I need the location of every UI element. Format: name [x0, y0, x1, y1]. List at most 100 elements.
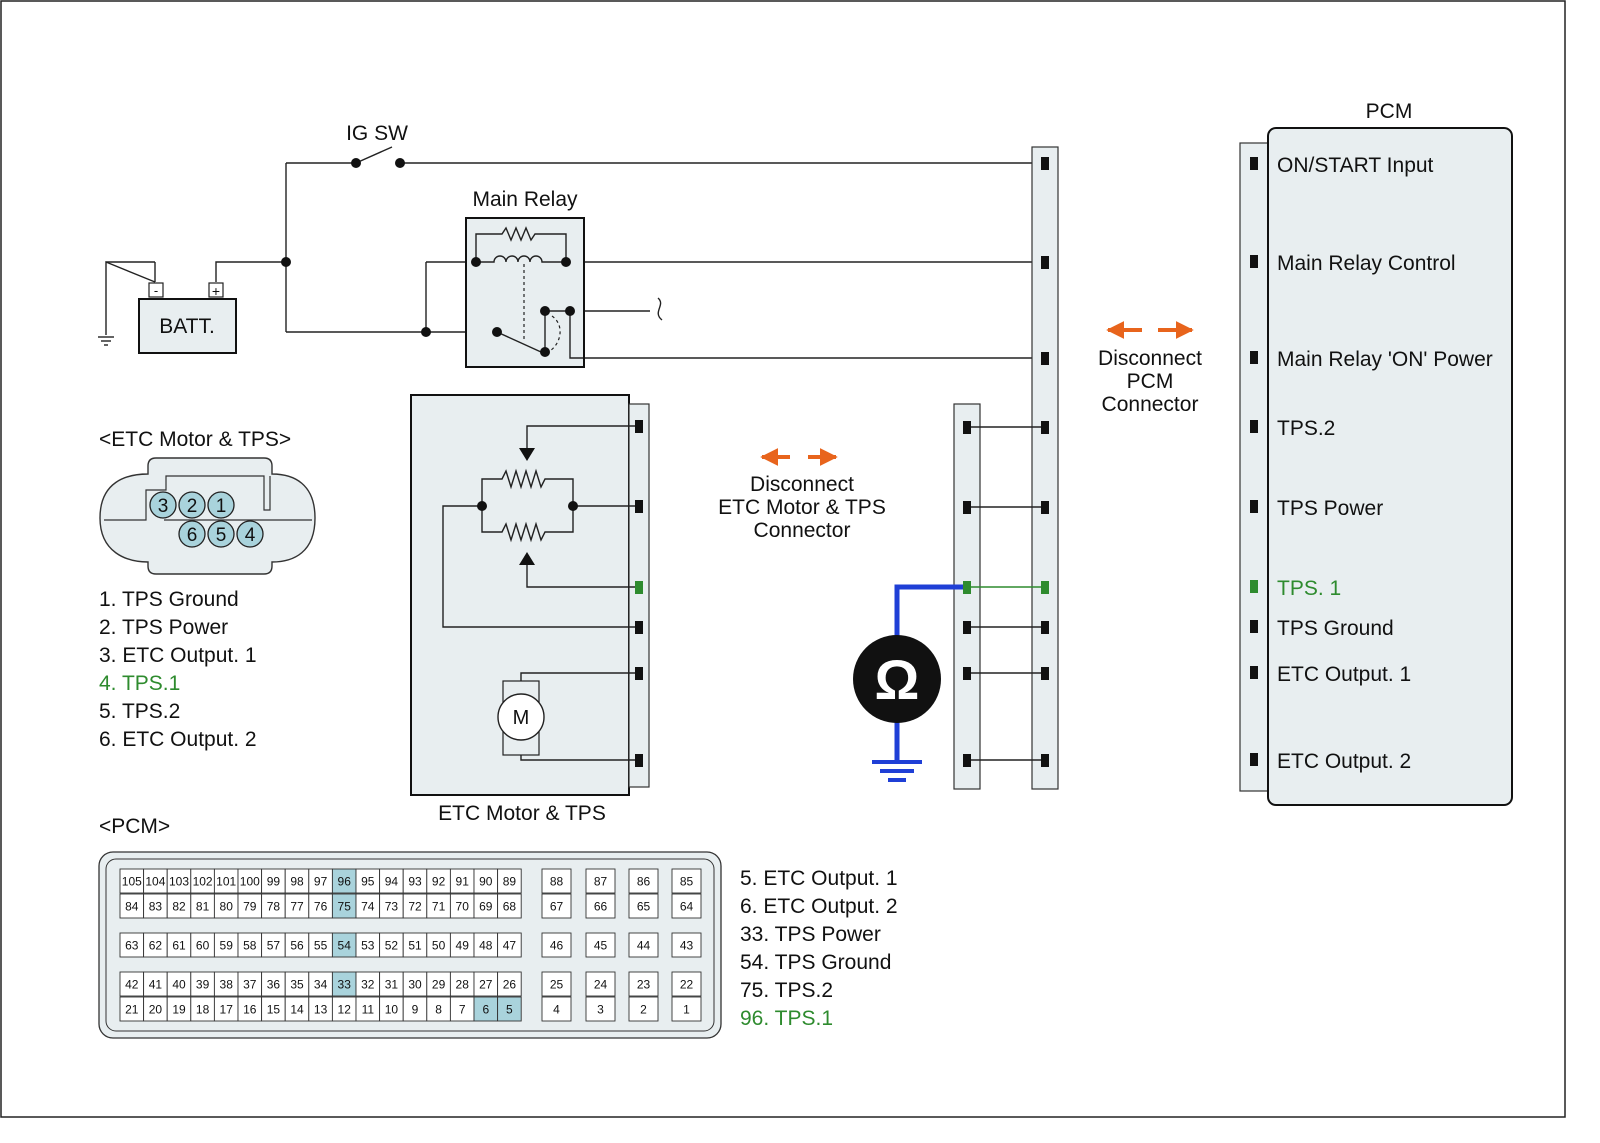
pcm-connector-pin-number: 14: [290, 1003, 304, 1017]
pcm-connector-pin: [628, 996, 659, 1022]
disconnect-etc-line2: ETC Motor & TPS: [718, 496, 886, 519]
pcm-connector-pin-number: 92: [432, 875, 446, 889]
pcm-terminal: [1250, 157, 1258, 170]
pcm-connector-pin-number: 30: [408, 978, 422, 992]
pcm-connector-pin-number: 75: [338, 900, 352, 914]
pcm-connector-pin-number: 18: [196, 1003, 210, 1017]
pcm-connector-pin-number: 90: [479, 875, 493, 889]
power-wiring: [98, 146, 1044, 359]
pcm-connector-pin-number: 6: [482, 1003, 489, 1017]
pcm-connector-pin-number: 67: [550, 900, 564, 914]
pcm-connector-pin: [628, 932, 659, 958]
pcm-connector-pin-number: 55: [314, 939, 328, 953]
pcm-pin-row: TPS. 1: [1250, 577, 1341, 600]
pcm-connector-pin-number: 19: [172, 1003, 186, 1017]
pcm-connector-pin-number: 77: [290, 900, 304, 914]
pcm-terminal: [1250, 255, 1258, 268]
pcm-connector-pin-number: 58: [243, 939, 257, 953]
pcm-connector-pin-number: 15: [267, 1003, 281, 1017]
disconnect-pcm-indicator: Disconnect PCM Connector: [1098, 321, 1202, 416]
pcm-connector-pin: [541, 996, 572, 1022]
pcm-connector-pin: [497, 932, 522, 958]
pcm-pin-label: Main Relay Control: [1277, 252, 1456, 275]
pcm-connector-pin-number: 41: [149, 978, 163, 992]
etc-connector-pin-number: 3: [158, 496, 169, 517]
pcm-connector-pin-number: 72: [408, 900, 422, 914]
etc-connector-pin: [149, 491, 177, 519]
etc-legend-item: 5. TPS.2: [99, 700, 180, 723]
pcm-connector-pin-number: 79: [243, 900, 257, 914]
pcm-connector-pin-number: 47: [503, 939, 517, 953]
ohmmeter: Ω: [853, 584, 963, 782]
pcm-connector-pin-number: 66: [594, 900, 608, 914]
pcm-connector-pin-number: 85: [680, 875, 694, 889]
pcm-connector-pin-number: 43: [680, 939, 694, 953]
disconnect-etc-line3: Connector: [754, 519, 851, 542]
pcm-connector-pin-number: 71: [432, 900, 446, 914]
pcm-connector-pin-number: 4: [553, 1003, 560, 1017]
etc-connector-pin: [207, 520, 235, 548]
pcm-connector-pin-number: 74: [361, 900, 375, 914]
pcm-connector-pin-number: 13: [314, 1003, 328, 1017]
etc-legend-item: 1. TPS Ground: [99, 588, 239, 611]
main-relay: Main Relay: [465, 188, 585, 368]
pcm-connector-pin-number: 44: [637, 939, 651, 953]
etc-legend-item: 4. TPS.1: [99, 672, 180, 695]
pcm-connector-pin: [671, 996, 702, 1022]
pcm-connector-pin-number: 11: [362, 1003, 375, 1017]
pcm-connector-pin: [628, 868, 659, 894]
pcm-connector-pin-number: 53: [361, 939, 375, 953]
pcm-connector-pin-number: 84: [125, 900, 139, 914]
pcm-connector-pin-number: 101: [216, 875, 236, 889]
etc-connector-pin: [207, 491, 235, 519]
pcm-connector-pin-number: 70: [456, 900, 470, 914]
disconnect-pcm-line1: Disconnect: [1098, 347, 1202, 370]
pcm-pin-label: ETC Output. 1: [1277, 663, 1411, 686]
pcm-connector-pin-number: 99: [267, 875, 281, 889]
pcm-connector-pin-number: 21: [125, 1003, 139, 1017]
pcm-connector-pin-number: 33: [338, 978, 352, 992]
disconnect-etc-indicator: Disconnect ETC Motor & TPS Connector: [718, 448, 886, 542]
pcm-terminal: [1250, 420, 1258, 433]
pcm-terminal: [1250, 500, 1258, 513]
junction-dot: [281, 257, 291, 267]
pcm-connector-pin-number: 49: [456, 939, 470, 953]
pcm-connector-pin-number: 103: [169, 875, 189, 889]
pcm-connector-pin-number: 96: [338, 875, 352, 889]
page-frame: [0, 0, 1566, 1118]
pcm-connector-pin-number: 5: [506, 1003, 513, 1017]
etc-connector-pin-number: 5: [216, 525, 227, 546]
pcm-terminal: [1250, 351, 1258, 364]
pcm-connector-pin-number: 34: [314, 978, 328, 992]
pcm-connector-pin-number: 37: [243, 978, 257, 992]
pcm-connector-pin-number: 86: [637, 875, 651, 889]
pcm-connector-pin-number: 65: [637, 900, 651, 914]
pcm-pin-row: TPS.2: [1250, 417, 1335, 440]
pcm-connector-pin-number: 93: [408, 875, 422, 889]
etc-connector-pin: [178, 520, 206, 548]
pcm-connector-pin-number: 82: [172, 900, 186, 914]
pcm-connector-pin: [671, 868, 702, 894]
pcm-connector-pin-number: 45: [594, 939, 608, 953]
etc-connector-pin: [236, 520, 264, 548]
etc-connector-pin-number: 1: [216, 496, 227, 517]
pcm-pin-row: ETC Output. 1: [1250, 663, 1411, 686]
pcm-pin-label: TPS Ground: [1277, 617, 1394, 640]
pcm-connector-pin-number: 40: [172, 978, 186, 992]
pcm-pin-legend: 5. ETC Output. 16. ETC Output. 233. TPS …: [740, 867, 898, 1030]
pcm-connector-pin-number: 26: [503, 978, 517, 992]
pcm-connector-pin-number: 102: [193, 875, 213, 889]
pcm-connector-pin: [497, 971, 522, 997]
pcm-connector-pin-number: 8: [435, 1003, 442, 1017]
pcm-connector-pin: [628, 971, 659, 997]
ig-switch: IG SW: [346, 122, 408, 168]
pcm-connector-pin-number: 76: [314, 900, 328, 914]
pcm-connector-pin-number: 25: [550, 978, 564, 992]
battery-positive-label: +: [212, 283, 220, 299]
pcm-connector-pin-number: 9: [412, 1003, 419, 1017]
motor-label: M: [513, 707, 530, 729]
pcm-legend-item: 75. TPS.2: [740, 979, 833, 1002]
